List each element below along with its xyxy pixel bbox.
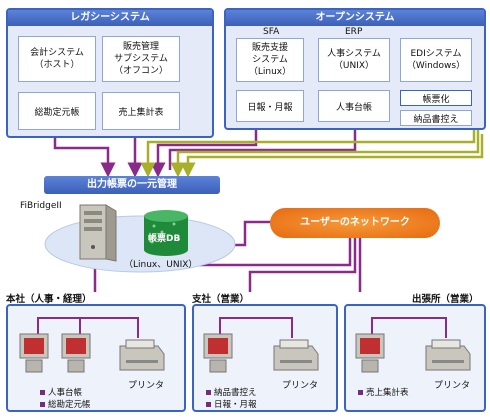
hr-system-line2: （UNIX）	[333, 61, 375, 71]
branch-item-label-2: 日報・月報	[214, 400, 257, 410]
arrow-edi-3	[180, 134, 484, 178]
printer-icon	[425, 339, 471, 371]
server-icon	[79, 204, 117, 262]
office-hq: プリンタ 人事台帳 総勘定元帳	[6, 304, 186, 412]
open-system-title: オープンシステム	[226, 10, 484, 26]
accounting-system-platform: （ホスト）	[34, 60, 80, 70]
office-branch: プリンタ 納品書控え 日報・月報	[192, 304, 338, 412]
branch-item-delivery-copy: 納品書控え	[206, 386, 257, 398]
arrow-personnel-ledger	[168, 123, 357, 170]
arrow-daily-report	[150, 123, 258, 178]
sales-subsystem-box: 販売管理 サブシステム （オフコン）	[102, 36, 180, 82]
accounting-system-box: 会計システム （ホスト）	[18, 36, 96, 82]
office-title-branch: 支社（営業）	[192, 294, 250, 305]
pc-icon	[203, 333, 233, 373]
printer-label-sub: プリンタ	[434, 381, 471, 391]
printer-label-hq: プリンタ	[128, 381, 165, 391]
hr-system-box: 人事システム （UNIX）	[318, 38, 390, 82]
arrow-edi-1	[140, 120, 476, 178]
edi-system-line1: EDIシステム	[410, 49, 462, 59]
sales-subsystem-line2: サブシステム	[114, 54, 168, 64]
open-system-group: オープンシステム SFA ERP 販売支援 システム （Linux） 人事システ…	[224, 8, 486, 130]
sales-support-line3: （Linux）	[248, 67, 292, 77]
line-network-hq	[93, 238, 352, 292]
arrow-ledger	[53, 135, 116, 178]
edi-system-box: EDIシステム （Windows）	[400, 38, 472, 82]
accounting-system-name: 会計システム	[30, 48, 84, 58]
branch-item-label-1: 納品書控え	[214, 388, 257, 398]
hq-item-personnel-ledger: 人事台帳	[40, 386, 82, 398]
line-network-branch	[248, 238, 357, 292]
doc-daily-report: 日報・月報	[236, 90, 304, 122]
server-os-label: （Linux、UNIX）	[124, 260, 198, 270]
doc-personnel-ledger: 人事台帳	[318, 90, 390, 122]
office-sub: プリンタ 売上集計表	[344, 304, 486, 412]
pc-icon	[355, 333, 385, 373]
sub-item-label-1: 売上集計表	[366, 388, 409, 398]
doc-sales-summary: 売上集計表	[102, 92, 180, 130]
central-management-bar: 出力帳票の一元管理	[44, 176, 220, 194]
sales-support-system-box: 販売支援 システム （Linux）	[236, 38, 304, 82]
arrow-edi-2	[170, 127, 480, 178]
sales-subsystem-line1: 販売管理	[122, 42, 159, 52]
sales-support-line2: システム	[252, 55, 288, 65]
doc-delivery-copy-label: 納品書控え	[413, 114, 459, 125]
sub-item-sales-summary: 売上集計表	[358, 386, 409, 398]
printer-icon	[273, 339, 319, 371]
printer-icon	[119, 339, 165, 371]
edi-system-line2: （Windows）	[406, 61, 466, 71]
office-title-hq: 本社（人事・経理）	[6, 294, 92, 305]
sales-support-line1: 販売支援	[251, 43, 288, 53]
label-formatting: 帳票化	[400, 90, 472, 106]
hq-item-general-ledger: 総勘定元帳	[40, 398, 91, 410]
hr-system-line1: 人事システム	[327, 49, 381, 59]
label-formatting-text: 帳票化	[422, 94, 450, 105]
branch-lan-lines	[219, 317, 293, 338]
sales-subsystem-line3: （オフコン）	[113, 66, 168, 76]
doc-personnel-ledger-label: 人事台帳	[335, 102, 372, 113]
server-name: FiBridgeII	[20, 201, 62, 211]
label-sfa: SFA	[263, 27, 280, 37]
legacy-system-title: レガシーシステム	[8, 10, 212, 26]
doc-sales-summary-label: 売上集計表	[118, 107, 164, 118]
hq-item-label-2: 総勘定元帳	[48, 400, 91, 410]
db-label: 帳票DB	[148, 234, 181, 244]
doc-general-ledger: 総勘定元帳	[18, 92, 96, 130]
sub-lan-lines	[371, 317, 447, 338]
doc-delivery-copy: 納品書控え	[400, 110, 472, 126]
label-erp: ERP	[345, 27, 363, 37]
doc-daily-report-label: 日報・月報	[247, 102, 293, 113]
pc-icon	[61, 333, 91, 373]
doc-general-ledger-label: 総勘定元帳	[34, 107, 80, 118]
hq-item-label-1: 人事台帳	[48, 388, 83, 398]
user-network: ユーザーのネットワーク	[270, 208, 440, 238]
database-icon	[144, 210, 188, 256]
branch-item-daily-report: 日報・月報	[206, 398, 257, 410]
legacy-system-group: レガシーシステム 会計システム （ホスト） 販売管理 サブシステム （オフコン）…	[6, 8, 214, 138]
printer-label-branch: プリンタ	[282, 381, 319, 391]
pc-icon	[19, 333, 49, 373]
office-title-sub: 出張所（営業）	[412, 294, 479, 305]
